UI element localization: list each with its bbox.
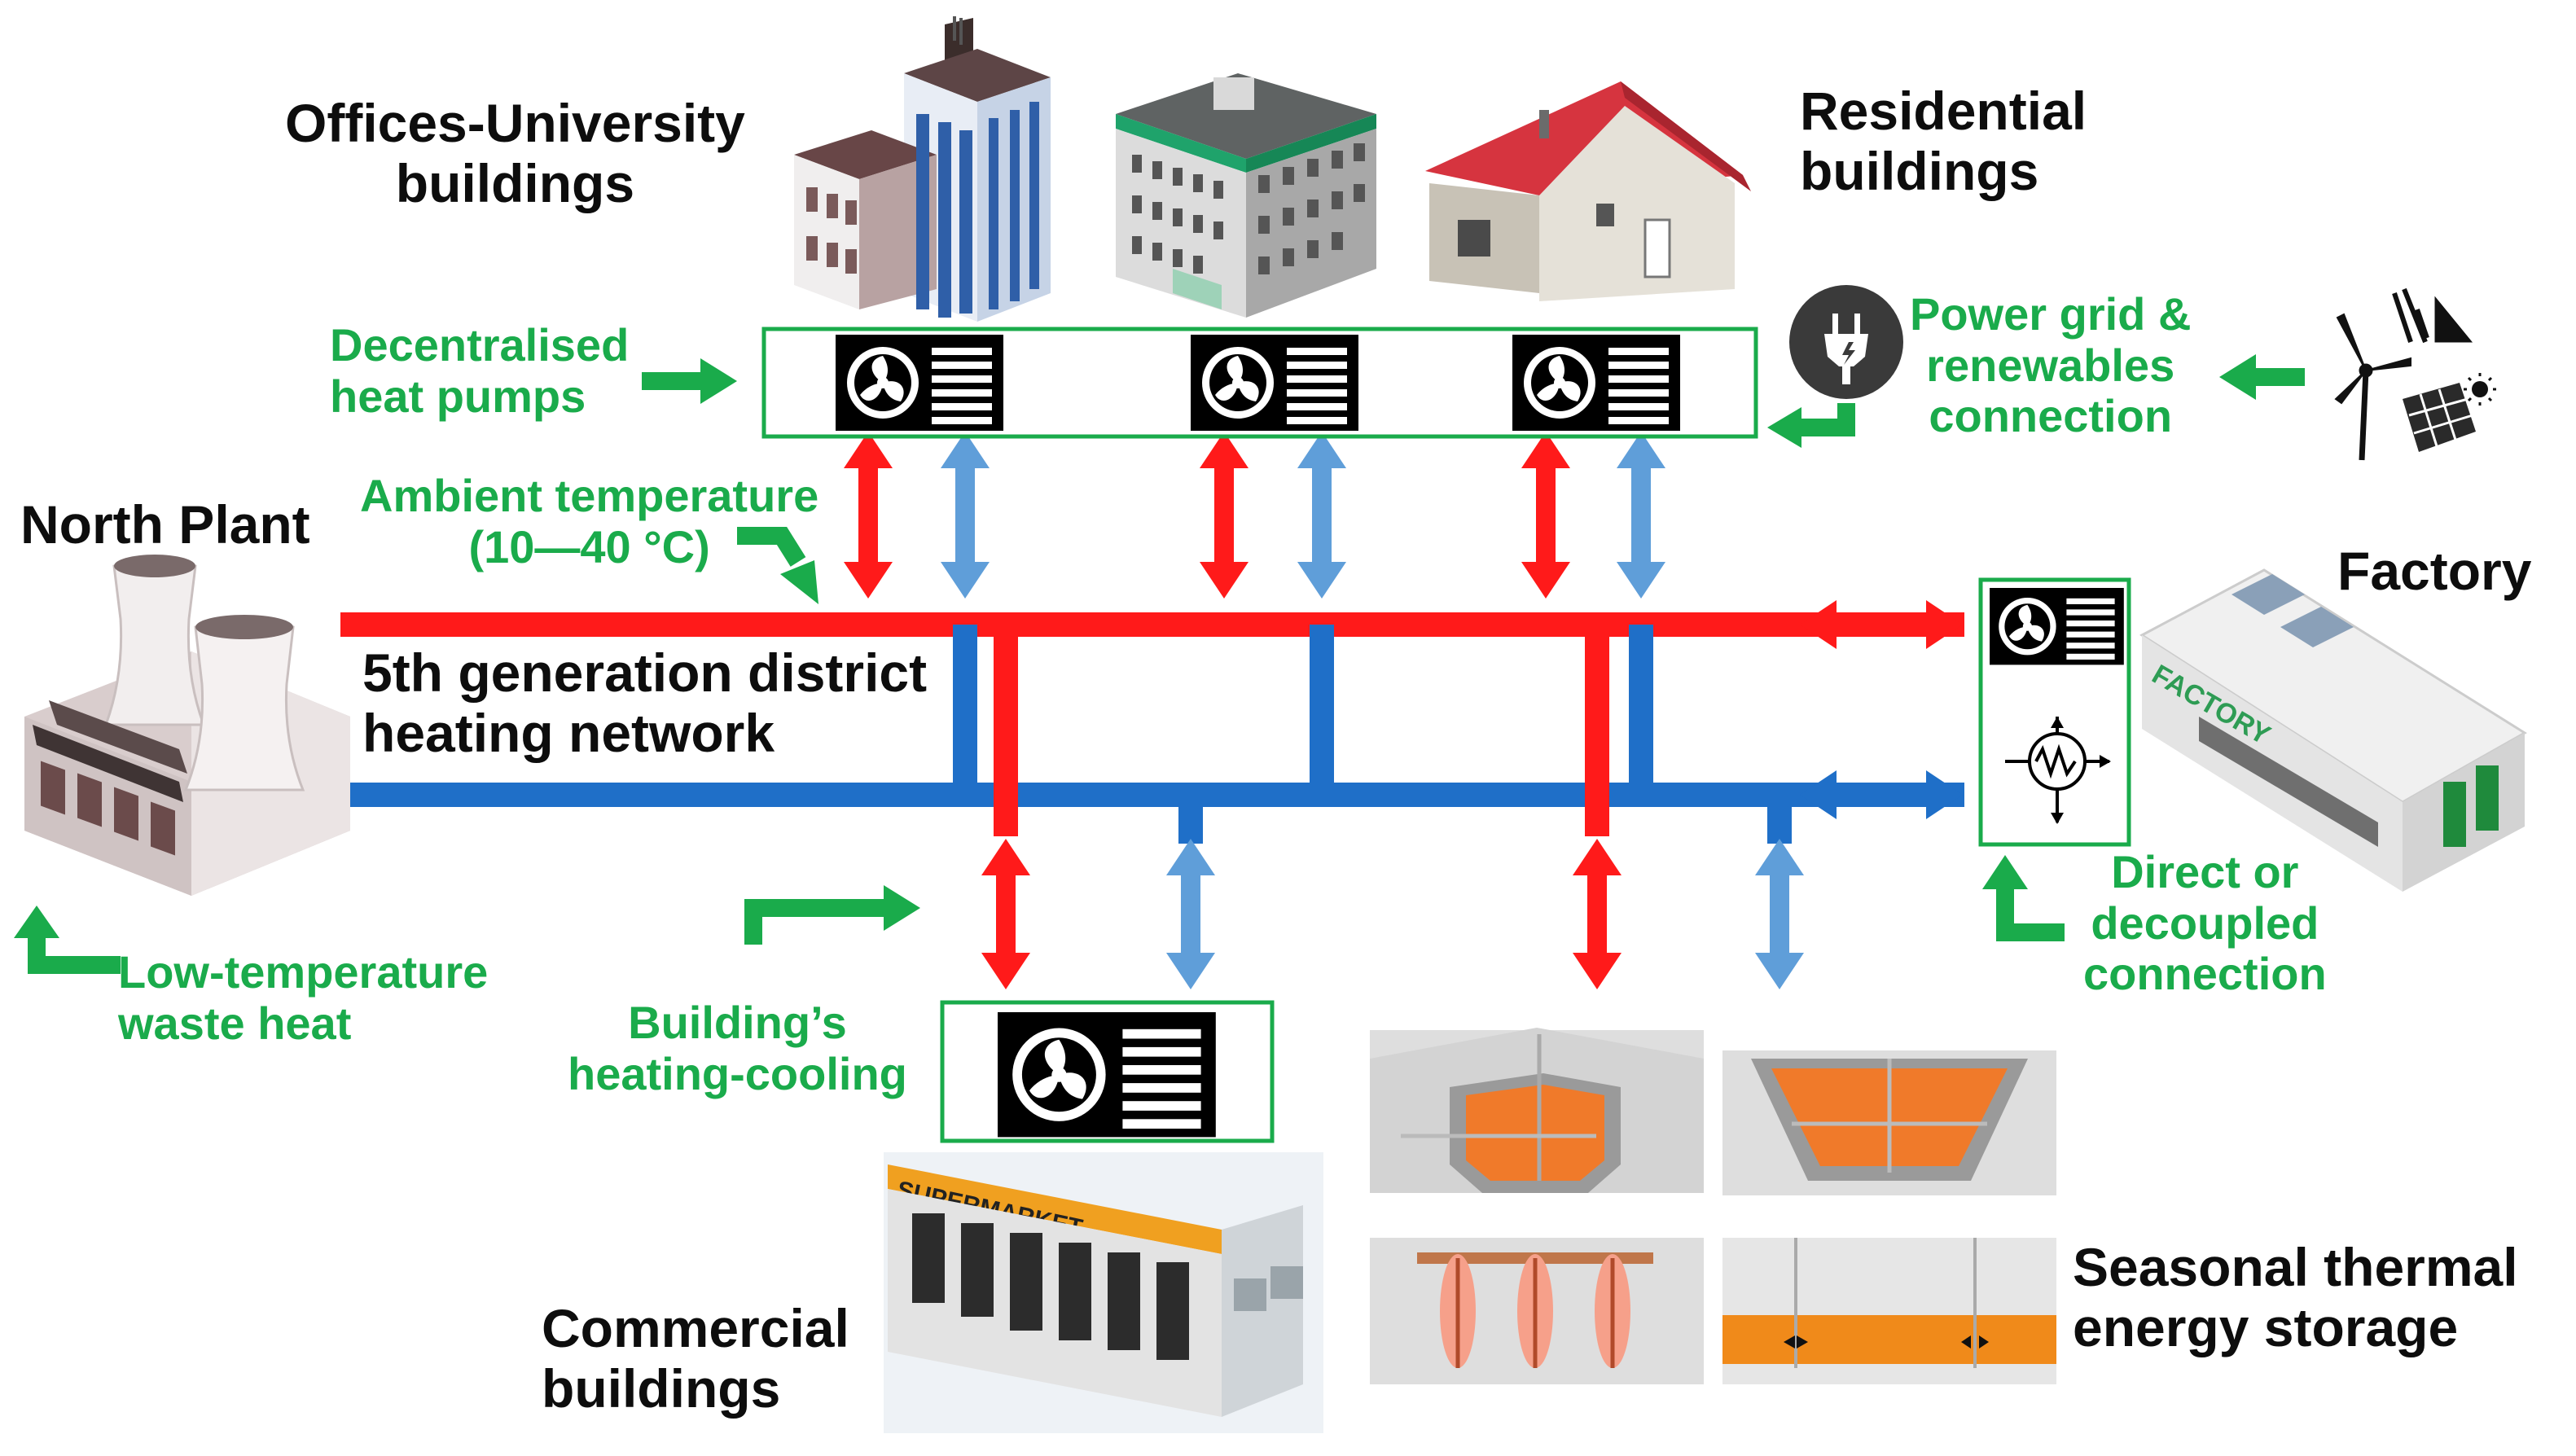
factory-hot-arrow [1800,600,1963,649]
heat-pump-icon [1191,335,1358,431]
wind-turbine-icon [2334,287,2473,461]
storage-borehole-panel [1370,1238,1704,1384]
office-tower-illustration [794,16,1051,322]
annotation-arrows [28,368,2305,974]
hot-drop-storage [1585,625,1609,836]
heat-pump-icon [1990,588,2124,665]
cold-riser-1 [953,625,977,796]
storage-tank-panel [1370,1028,1704,1193]
hp-link-arrows [844,432,1665,599]
power-plant-illustration [24,555,350,896]
hot-drop-commercial [994,625,1018,836]
plug-icon [1789,285,1903,399]
north-plant-label: North Plant [20,494,310,555]
heat-pump-icon [998,1012,1216,1138]
cold-drop-commercial [1178,795,1203,844]
house-illustration [1425,81,1751,301]
cold-drop-storage [1767,795,1792,844]
heat-pump-icon [836,335,1003,431]
hot-pipe-main [340,612,1964,637]
storage-pit-panel [1722,1050,2056,1195]
heat-pump-icon [1512,335,1680,431]
cold-riser-3 [1629,625,1653,796]
factory-label: Factory [2337,541,2532,601]
supermarket-illustration: SUPERMARKET [884,1152,1323,1433]
annotation-arrowheads [14,354,2256,938]
university-building-illustration [1116,73,1376,318]
storage-aquifer-panel [1722,1238,2056,1384]
ambient-annotation: Ambient temperature(10—40 °C) [360,470,819,572]
cold-pipe-main [340,783,1964,807]
factory-illustration: FACTORY [2139,568,2527,892]
factory-cold-arrow [1800,770,1963,819]
heat-exchanger-icon [2005,717,2111,824]
lower-link-arrows [981,839,1804,989]
solar-panel-icon [2403,373,2496,452]
cold-riser-2 [1310,625,1334,796]
